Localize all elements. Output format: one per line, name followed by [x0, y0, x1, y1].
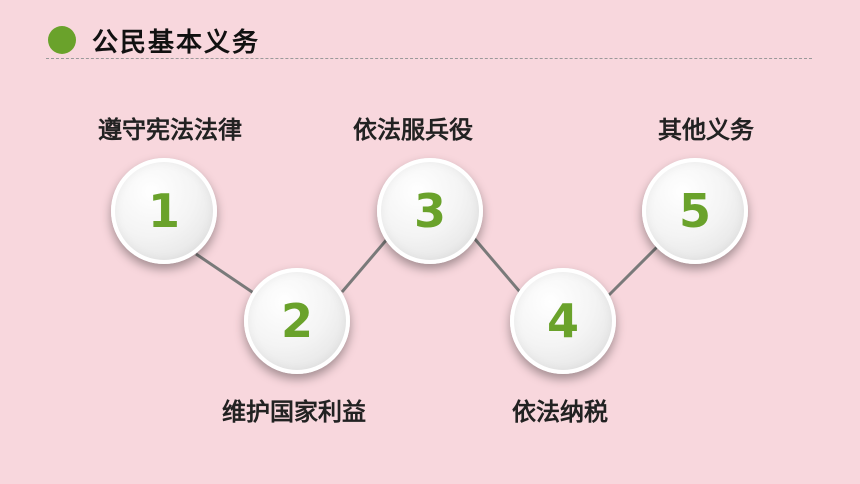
duty-node-5: 5	[642, 158, 748, 264]
duty-number-3: 3	[413, 184, 446, 238]
duty-number-1: 1	[147, 184, 180, 238]
connector-1-2	[195, 252, 259, 298]
header-divider	[46, 58, 812, 59]
duty-number-2: 2	[280, 294, 313, 348]
duty-node-4: 4	[510, 268, 616, 374]
duty-label-5: 其他义务	[658, 116, 754, 144]
duty-label-2: 维护国家利益	[222, 398, 366, 426]
duty-label-1: 遵守宪法法律	[98, 116, 242, 144]
duty-node-2: 2	[244, 268, 350, 374]
page-title: 公民基本义务	[92, 28, 261, 58]
duty-number-4: 4	[546, 294, 579, 348]
duty-node-1: 1	[111, 158, 217, 264]
connector-2-3	[340, 237, 390, 293]
duty-node-3: 3	[377, 158, 483, 264]
duty-label-4: 依法纳税	[512, 398, 608, 426]
header: 公民基本义务	[0, 0, 860, 70]
duty-label-3: 依法服兵役	[353, 116, 473, 144]
connector-3-4	[472, 237, 522, 293]
duty-number-5: 5	[678, 184, 711, 238]
connector-4-5	[606, 244, 660, 298]
bullet-dot-icon	[48, 26, 76, 54]
